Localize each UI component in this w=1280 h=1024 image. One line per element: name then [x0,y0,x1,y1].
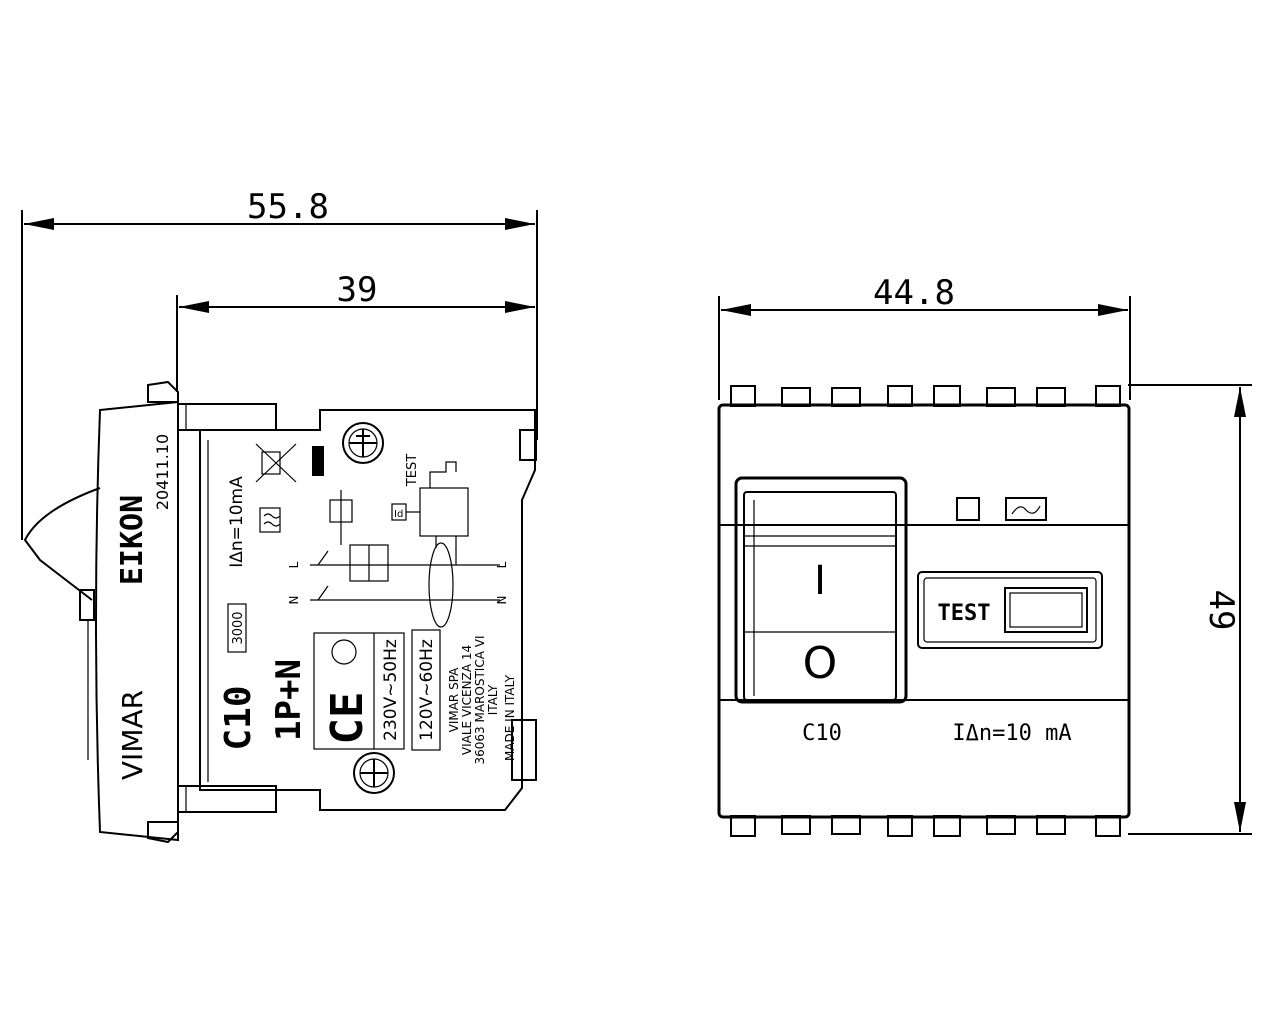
lever-off-label: O [803,638,838,689]
brand-text: VIMAR [116,690,149,780]
top-tabs [730,385,1121,407]
brand-series-text: EIKON [115,495,150,585]
side-view: EIKON 20411.10 VIMAR IΔn=10mA 3000 C10 1… [23,380,537,844]
circuit-schematic: Id TEST L N L N [287,454,509,628]
dim-overall-depth-value: 55.8 [247,187,329,227]
test-side-label: TEST [405,454,420,487]
dimension-body-depth: 39 [176,270,535,392]
rating-front-text: C10 [802,721,842,746]
terminal-l-right: L [495,561,509,568]
ce-mark: CE [322,692,373,745]
dimension-overall-depth: 55.8 [21,187,538,540]
manufacturer-line-2: VIALE VICENZA 14 [460,645,474,755]
voltage-50-text: 230V~50Hz [381,639,401,741]
made-in-text: MADE IN ITALY [503,674,517,761]
lever[interactable] [743,491,897,701]
voltage-60-text: 120V~60Hz [417,639,437,741]
approval-mark-icon [331,639,357,665]
sensitivity-side-text: IΔn=10mA [227,476,247,568]
waveform-icon [259,507,281,533]
waste-bin-icon [255,443,324,483]
dim-body-depth-value: 39 [337,270,378,310]
manufacturer-line-1: VIMAR SPA [447,667,461,733]
side-bezel [95,400,179,842]
terminal-l-left: L [287,561,301,568]
dim-width-value: 44.8 [873,273,955,313]
test-button[interactable] [1004,587,1088,633]
screw-top [342,422,384,464]
status-indicator [956,497,980,521]
side-lever [23,487,101,601]
dim-height-value: 49 [1201,590,1241,631]
bottom-tabs [730,815,1121,837]
lever-on-label: I [814,558,826,604]
dimension-width: 44.8 [718,273,1131,400]
article-code-text: 20411.10 [153,434,172,510]
side-body [199,409,536,811]
sensitivity-front-text: IΔn=10 mA [952,721,1071,746]
screw-bottom [353,752,395,794]
manufacturer-line-4: ITALY [486,684,500,715]
rating-side-text: C10 [218,685,259,750]
manufacturer-line-3: 36063 MAROSTICA VI [473,636,487,765]
poles-text: 1P+N [269,659,309,741]
front-body [717,403,1131,819]
terminal-n-left: N [287,596,301,605]
breaking-capacity-text: 3000 [231,611,246,644]
dimension-height: 49 [1128,384,1252,835]
terminal-n-right: N [495,596,509,605]
test-panel [917,571,1103,649]
front-view: I O TEST C10 IΔn=10 mA [717,385,1131,837]
id-label: Id [394,509,403,520]
test-button-label: TEST [938,601,991,626]
lever-window [734,476,908,704]
trip-indicator-icon [1005,497,1047,521]
